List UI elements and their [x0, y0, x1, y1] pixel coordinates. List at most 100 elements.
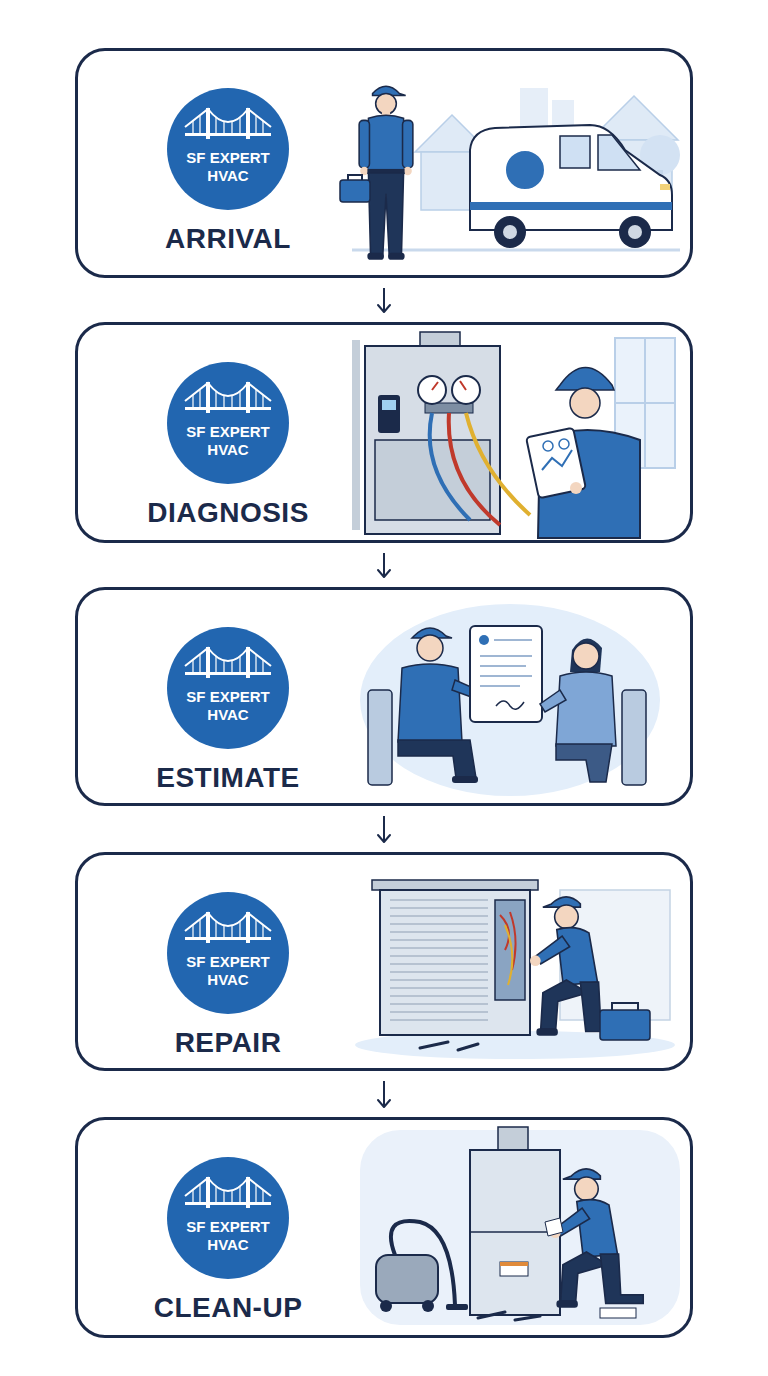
estimate-scene	[398, 664, 462, 742]
estimate-scene	[570, 638, 602, 672]
logo-circle	[167, 892, 289, 1014]
step-title: DIAGNOSIS	[147, 497, 309, 529]
step-box: DIAGNOSIS SF EXPERT HVAC	[75, 322, 693, 543]
repair-scene	[420, 1042, 478, 1050]
step-title: CLEAN-UP	[154, 1292, 303, 1324]
diagnosis-scene	[559, 439, 569, 449]
connector-arrow	[378, 835, 390, 842]
estimate-scene	[480, 640, 532, 686]
estimate-scene	[360, 604, 660, 796]
connector-arrow	[378, 570, 390, 577]
logo-badge: SF EXPERT HVAC	[166, 361, 290, 485]
logo-text: SF EXPERT HVAC	[166, 688, 290, 724]
clean-up-scene	[500, 1262, 528, 1276]
arrival-scene	[598, 135, 640, 170]
arrival-scene	[359, 86, 413, 260]
connector-arrow	[378, 553, 390, 577]
clean-up-scene	[470, 1150, 560, 1315]
bridge-icon	[185, 647, 271, 678]
logo-badge: SF EXPERT HVAC	[166, 1156, 290, 1280]
connector-arrow	[383, 816, 385, 842]
arrival-scene	[340, 180, 370, 202]
arrival-scene	[628, 225, 642, 239]
logo-badge: SF EXPERT HVAC	[166, 626, 290, 750]
estimate-scene	[452, 776, 478, 783]
estimate-scene	[556, 744, 612, 782]
clean-up-scene	[478, 1312, 540, 1320]
estimate-scene	[573, 643, 599, 669]
clean-up-scene	[470, 1231, 560, 1233]
step-box: CLEAN-UP SF EXPERT HVAC	[75, 1117, 693, 1338]
step-box: ARRIVAL SF EXPERT HVAC	[75, 48, 693, 278]
arrival-scene	[494, 216, 526, 248]
bridge-icon	[185, 382, 271, 413]
arrival-scene	[560, 136, 590, 168]
connector-arrow	[383, 1081, 385, 1107]
estimate-scene	[479, 635, 489, 645]
repair-scene	[355, 880, 675, 1059]
diagnosis-scene	[352, 340, 360, 530]
logo-circle	[167, 1157, 289, 1279]
arrival-scene	[470, 125, 672, 230]
diagnosis-scene	[365, 346, 500, 534]
clean-up-scene	[500, 1262, 528, 1266]
clean-up-scene	[600, 1308, 636, 1318]
estimate-scene	[398, 740, 476, 778]
repair-scene	[372, 880, 538, 890]
logo-badge: SF EXPERT HVAC	[166, 87, 290, 211]
repair-scene	[380, 890, 530, 1035]
arrival-scene	[503, 225, 517, 239]
repair-scene	[495, 900, 525, 1000]
clean-up-scene	[545, 1218, 563, 1236]
diagnosis-scene	[352, 332, 675, 538]
logo-text: SF EXPERT HVAC	[166, 953, 290, 989]
logo-circle	[167, 627, 289, 749]
step-box: REPAIR SF EXPERT HVAC	[75, 852, 693, 1071]
estimate-scene	[622, 690, 646, 785]
diagnosis-scene	[382, 400, 396, 410]
bridge-icon	[185, 108, 271, 139]
estimate-scene	[540, 690, 566, 712]
bridge-icon	[185, 912, 271, 943]
repair-scene	[612, 1003, 638, 1010]
connector-arrow	[378, 1081, 390, 1107]
bridge-icon	[185, 1177, 271, 1208]
arrival-scene	[660, 184, 670, 190]
diagnosis-scene	[542, 450, 572, 470]
arrival-scene	[505, 150, 545, 190]
clean-up-scene	[422, 1300, 434, 1312]
estimate-scene	[368, 690, 392, 785]
estimate-scene	[417, 635, 443, 661]
clean-up-scene	[360, 1127, 680, 1325]
diagnosis-scene	[556, 368, 614, 391]
step-title: ESTIMATE	[156, 762, 299, 794]
diagnosis-scene	[526, 428, 586, 499]
connector-arrow	[383, 288, 385, 312]
clean-up-scene	[446, 1304, 468, 1310]
logo-badge: SF EXPERT HVAC	[166, 891, 290, 1015]
estimate-scene	[496, 701, 524, 709]
connector-arrow	[378, 1100, 390, 1107]
repair-scene	[600, 1010, 650, 1040]
diagnosis-scene	[432, 381, 466, 390]
estimate-scene	[360, 604, 660, 796]
arrival-scene	[619, 216, 651, 248]
arrival-scene	[470, 202, 672, 210]
connector-arrow	[383, 553, 385, 577]
arrival-scene	[340, 86, 680, 260]
clean-up-scene	[376, 1255, 438, 1303]
step-title: ARRIVAL	[165, 223, 291, 255]
clean-up-scene	[550, 1169, 643, 1308]
logo-text: SF EXPERT HVAC	[166, 1218, 290, 1254]
clean-up-scene	[498, 1127, 528, 1152]
logo-circle	[167, 362, 289, 484]
estimate-scene	[556, 672, 616, 746]
diagnosis-scene	[570, 482, 582, 494]
diagnosis-scene	[378, 395, 400, 433]
connector-arrow	[378, 816, 390, 842]
diagnosis-scene	[466, 413, 530, 515]
step-title: REPAIR	[175, 1027, 282, 1059]
clean-up-scene	[360, 1130, 680, 1325]
